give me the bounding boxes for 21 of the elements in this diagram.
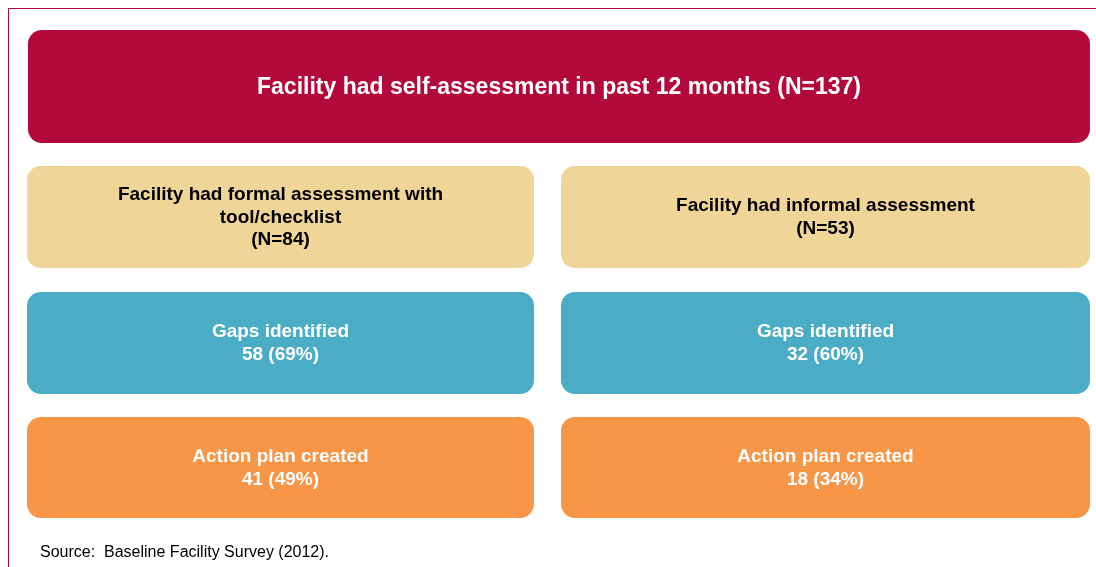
box-heading: Action plan created [192,444,369,468]
gaps-box [27,292,534,394]
box-heading: Facility had formal assessment with tool/checklist [116,182,445,229]
box-heading: Gaps identified [756,320,895,343]
assessment-box [27,166,534,268]
source-caption: Source: Baseline Facility Survey (2012). [40,542,329,562]
gaps-box [561,292,1090,394]
box-heading: Gaps identified [211,320,350,343]
assessment-box [561,166,1090,268]
action-plan-box [561,417,1090,518]
box-count: 41 (49%) [241,467,320,491]
action-plan-box [27,417,534,518]
box-count: 32 (60%) [786,343,865,366]
box-count: (N=53) [796,217,855,240]
box-count: 58 (69%) [241,343,320,366]
title-banner [28,30,1090,143]
box-heading: Facility had self-assessment in past 12 months (N=137) [257,72,861,101]
box-count: (N=84) [251,228,310,252]
box-count: 18 (34%) [786,467,865,491]
box-heading: Action plan created [737,444,914,468]
box-heading: Facility had informal assessment [676,194,975,217]
